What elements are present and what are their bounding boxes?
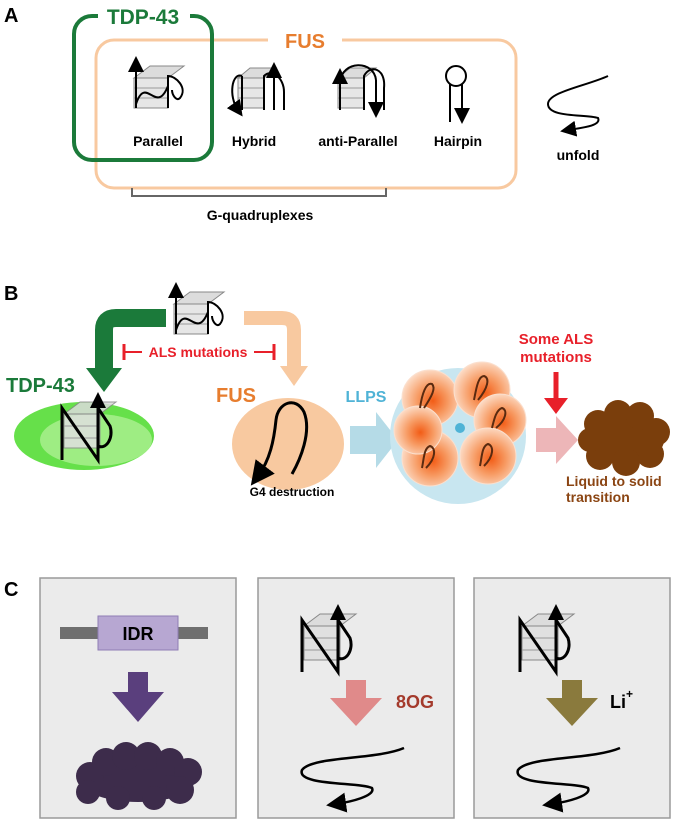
lithium-label: Li [610, 692, 626, 712]
panel-c-letter: C [4, 579, 18, 601]
anti-parallel-label: anti-Parallel [318, 133, 397, 149]
oxidant-unfolded-strand-icon [300, 746, 405, 813]
liquid-solid-label-line2: transition [566, 489, 630, 505]
lithium-charge-label: + [626, 687, 633, 701]
fus-pathway-arrowhead [280, 366, 308, 386]
parallel-label: Parallel [133, 133, 183, 149]
tdp43-label: TDP-43 [107, 6, 179, 29]
idr-domain-box [97, 615, 179, 651]
panel-b-letter: B [4, 283, 18, 305]
some-als-red-arrowhead [544, 398, 568, 414]
hairpin-icon [445, 65, 470, 124]
g-quadruplex-bracket [131, 188, 387, 197]
unfold-label: unfold [557, 147, 600, 163]
panel-b-fus-label: FUS [216, 385, 256, 407]
tdp43-bound-g4-icon [60, 392, 118, 465]
oxidant-g4-icon [300, 604, 358, 677]
panel-b-tdp43-label: TDP-43 [6, 375, 75, 397]
idr-aggregate-shape [76, 742, 202, 810]
fus-label: FUS [285, 31, 325, 53]
destroyed-g4-strand-icon [250, 401, 309, 486]
liquid-solid-label-line1: Liquid to solid [566, 473, 662, 489]
g4-destruction-label: G4 destruction [250, 485, 335, 499]
oxidant-label: 8OG [396, 692, 434, 712]
g-quadruplexes-label: G-quadruplexes [207, 207, 314, 223]
oxidant-unfolding-arrow [330, 680, 382, 726]
fus-protein-shape [232, 398, 344, 490]
panel-a-letter: A [4, 5, 18, 27]
hybrid-label: Hybrid [232, 133, 276, 149]
unfold-icon [546, 75, 609, 137]
idr-label: IDR [123, 624, 154, 644]
some-als-label-line1: Some ALS [519, 331, 593, 348]
als-mutations-label: ALS mutations [149, 344, 248, 360]
fus-pathway-arrow [244, 311, 301, 368]
fus-condensate-cluster [393, 361, 527, 487]
lithium-unfolding-arrow [546, 680, 598, 726]
anti-parallel-g4-icon [332, 64, 386, 118]
panel-b-g4-icon [174, 290, 224, 334]
idr-aggregation-arrow [112, 672, 164, 722]
hybrid-g4-icon [226, 62, 285, 117]
tdp43-pathway-arrowhead [86, 368, 122, 392]
fus-box [94, 38, 518, 190]
some-als-label-line2: mutations [520, 349, 592, 366]
solid-transition-arrow [536, 416, 578, 464]
tdp43-pathway-arrow [95, 309, 166, 372]
llps-label: LLPS [346, 389, 387, 406]
solid-aggregate-shape [578, 400, 670, 476]
llps-arrow [350, 412, 398, 468]
fus-label-backdrop [268, 28, 342, 52]
tdp43-label-backdrop [98, 4, 190, 28]
parallel-g4-icon [134, 64, 184, 108]
lithium-unfolded-strand-icon [516, 746, 621, 813]
hairpin-label: Hairpin [434, 133, 482, 149]
lithium-g4-icon [518, 604, 576, 677]
